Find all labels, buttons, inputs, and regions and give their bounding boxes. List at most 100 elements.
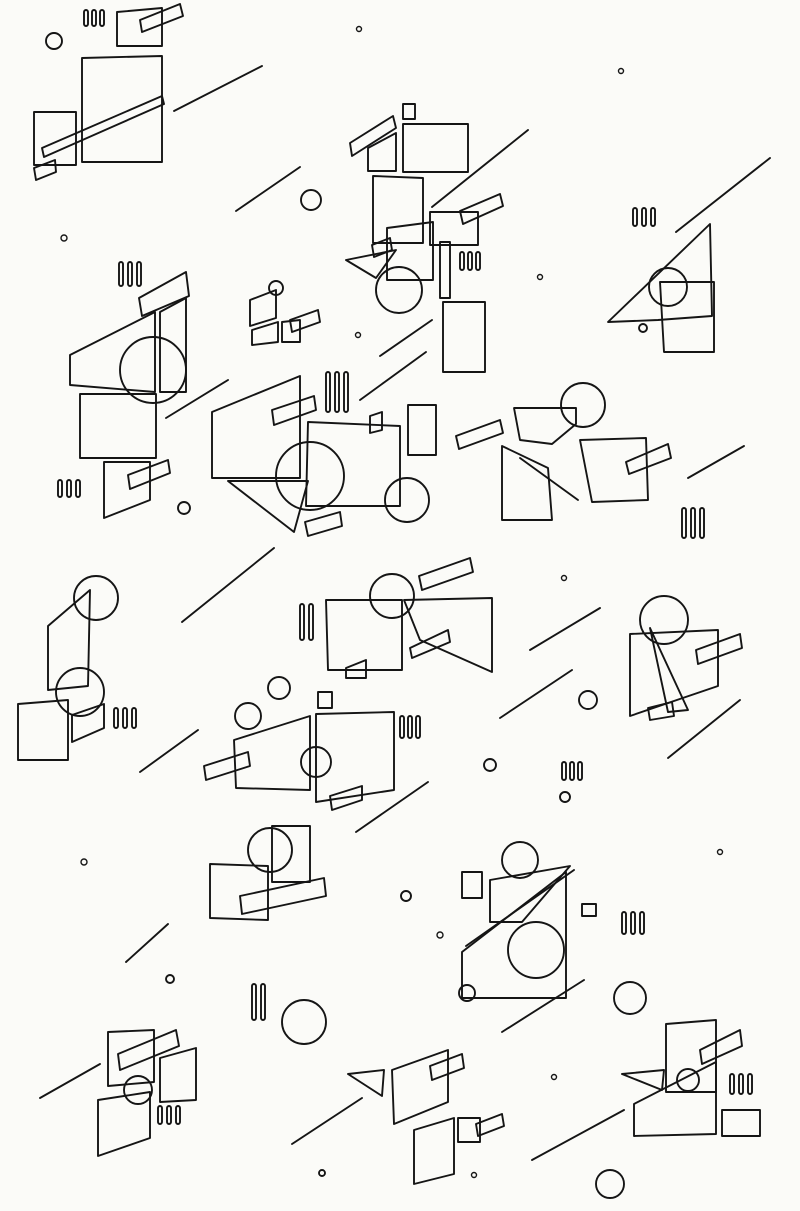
cluster-top-left <box>33 3 625 181</box>
rect <box>413 1117 455 1185</box>
bar <box>369 411 383 434</box>
stroke <box>173 65 263 112</box>
dot <box>354 331 362 339</box>
bar <box>289 309 321 333</box>
circle <box>234 702 262 730</box>
cluster-left-lower <box>17 547 275 773</box>
rect <box>372 175 424 244</box>
cluster-center-lower <box>299 557 601 719</box>
circle <box>559 791 571 803</box>
tally-marks <box>325 371 349 413</box>
rect <box>629 629 719 717</box>
rect <box>249 289 277 327</box>
cluster-center-band <box>203 676 583 833</box>
cluster-center-right <box>455 382 745 539</box>
stroke <box>529 607 601 651</box>
circle <box>281 999 327 1045</box>
rect <box>107 1029 155 1087</box>
bar <box>429 1053 465 1081</box>
dot <box>617 67 625 75</box>
circle <box>375 266 423 314</box>
dot <box>536 273 544 281</box>
rect <box>315 711 395 803</box>
dot <box>716 848 724 856</box>
circle <box>458 984 476 1002</box>
cluster-bottom-left <box>39 983 327 1157</box>
bar <box>367 132 397 172</box>
dot <box>550 1073 558 1081</box>
circle <box>177 501 191 515</box>
rect <box>659 281 715 353</box>
triangle <box>345 249 397 279</box>
rect <box>116 7 163 47</box>
triangle <box>347 1069 385 1097</box>
circle <box>595 1169 625 1199</box>
rect <box>407 404 437 456</box>
tally-marks <box>113 707 137 729</box>
circle <box>384 477 430 523</box>
circle <box>369 573 415 619</box>
circle <box>501 841 539 879</box>
bar <box>251 321 279 346</box>
rect <box>665 1019 717 1093</box>
stroke <box>291 1097 363 1145</box>
bar <box>402 103 416 120</box>
bar <box>138 271 190 317</box>
circle <box>613 981 647 1015</box>
cluster-center <box>211 319 437 537</box>
tally-marks <box>251 983 266 1021</box>
dot <box>355 25 363 33</box>
circle <box>45 32 63 50</box>
rect <box>97 1091 151 1157</box>
dot <box>436 931 444 939</box>
tally-marks <box>561 761 583 781</box>
rect <box>233 715 311 791</box>
circle <box>55 667 105 717</box>
circle <box>165 974 175 984</box>
tally-marks <box>632 207 656 227</box>
circle <box>507 921 565 979</box>
tally-marks <box>157 1105 181 1125</box>
bar <box>647 701 675 721</box>
bar <box>239 877 327 915</box>
cluster-lower-center-right <box>458 841 724 1033</box>
tally-marks <box>729 1073 753 1095</box>
circle <box>119 336 187 404</box>
rect <box>271 825 311 883</box>
bar <box>139 3 184 33</box>
tally-marks <box>299 603 314 641</box>
rect <box>429 211 479 246</box>
stroke <box>379 319 433 357</box>
circle <box>676 1068 700 1092</box>
rect <box>386 221 434 281</box>
bar <box>695 633 743 665</box>
cluster-upper-right <box>607 157 771 353</box>
triangle <box>227 480 309 533</box>
circle <box>300 189 322 211</box>
rect <box>403 597 493 673</box>
bar <box>33 159 57 181</box>
rect <box>325 599 403 671</box>
circle <box>267 676 291 700</box>
circle <box>247 827 293 873</box>
rect <box>79 393 157 459</box>
circle <box>483 758 497 772</box>
dot <box>60 234 68 242</box>
tally-marks <box>57 479 81 498</box>
circle <box>400 890 412 902</box>
bar <box>455 419 504 450</box>
rect <box>501 445 553 521</box>
stroke <box>667 699 741 759</box>
rect <box>209 863 269 921</box>
triangle <box>621 1069 665 1091</box>
bar <box>349 115 397 157</box>
bar <box>304 511 343 537</box>
rect <box>159 297 187 393</box>
bar <box>203 751 251 781</box>
bar <box>117 1029 180 1071</box>
rect <box>33 111 77 166</box>
rect <box>442 301 486 373</box>
triangle <box>649 627 689 713</box>
